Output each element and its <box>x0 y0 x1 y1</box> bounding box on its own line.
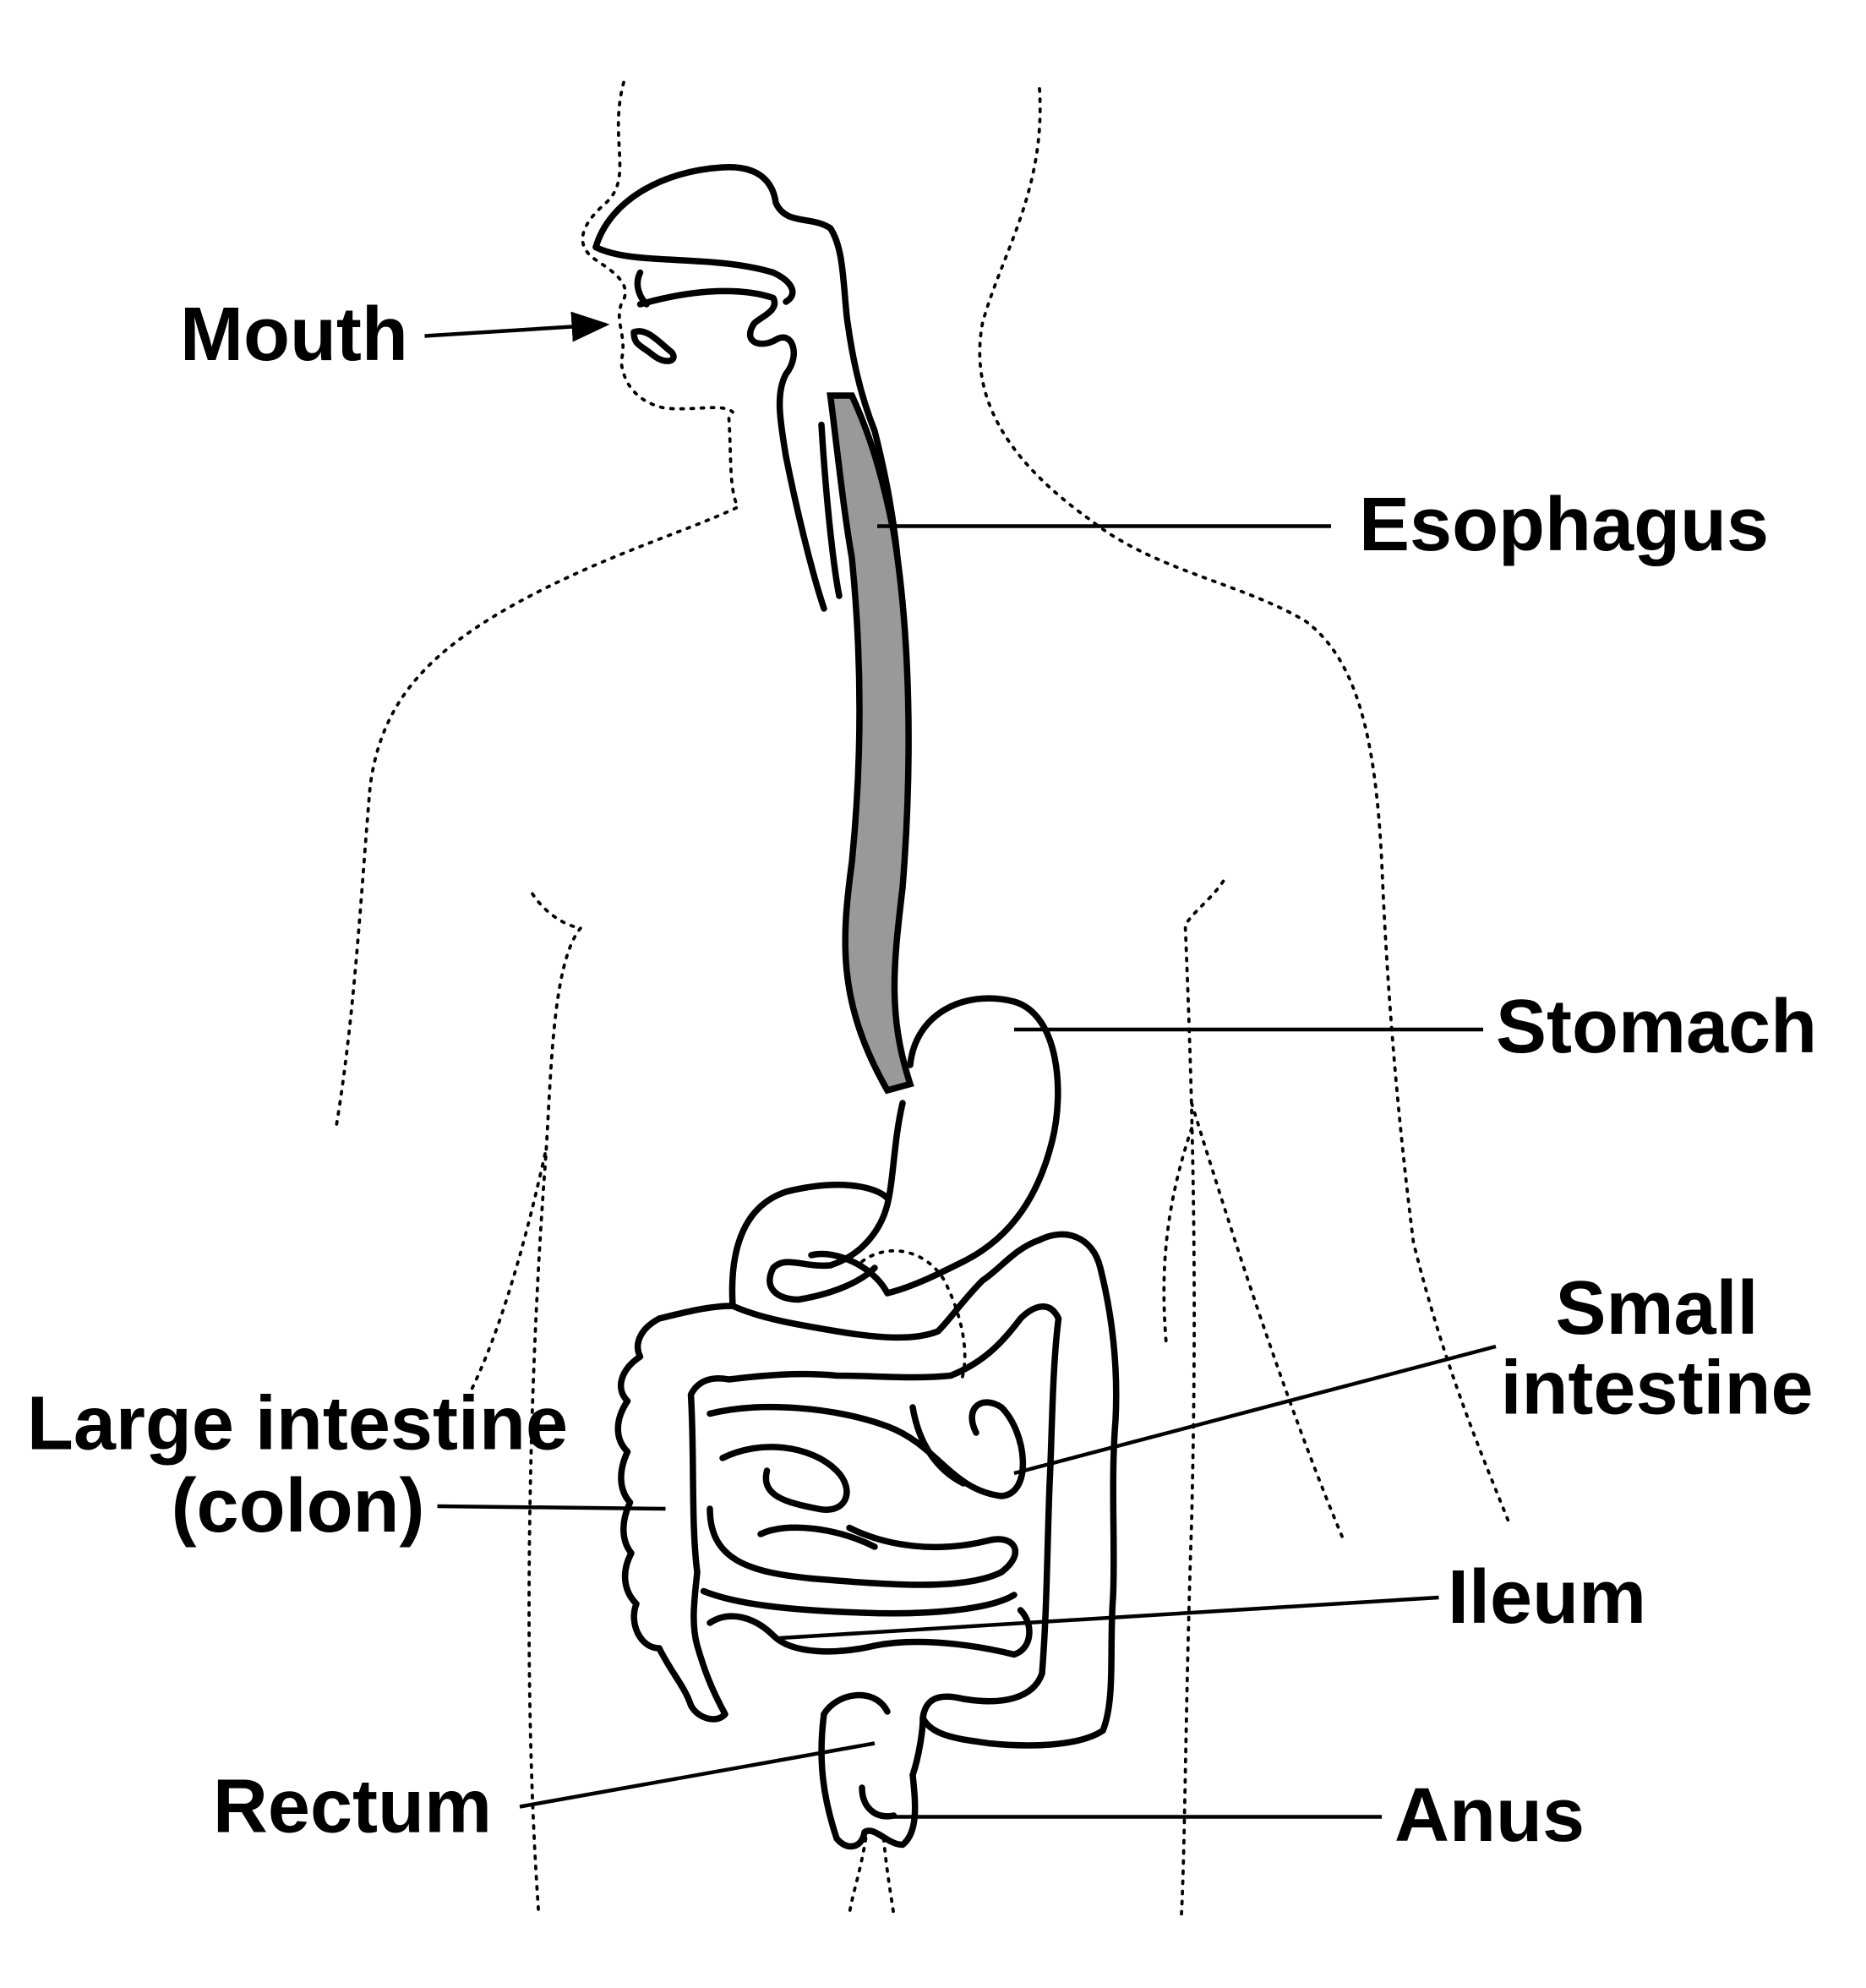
label-stomach: Stomach <box>1496 985 1817 1069</box>
body-outline <box>334 80 1510 1916</box>
label-ileum: Ileum <box>1448 1555 1646 1640</box>
rectum-leader <box>519 1741 876 1809</box>
labels: Mouth Esophagus Stomach Small intestine … <box>27 292 1817 1858</box>
mouth-arrow <box>424 311 610 342</box>
label-large-intestine-2: (colon) <box>172 1464 425 1548</box>
label-rectum: Rectum <box>213 1765 492 1849</box>
mouth-pharynx <box>592 164 901 612</box>
label-small-intestine-1: Small <box>1555 1266 1758 1351</box>
small-intestine-leader <box>1013 1344 1497 1476</box>
leader-lines <box>424 311 1497 1819</box>
label-small-intestine-2: intestine <box>1500 1346 1813 1431</box>
ileum-leader <box>779 1595 1439 1641</box>
large-intestine <box>614 1231 1120 1850</box>
label-esophagus: Esophagus <box>1359 483 1769 567</box>
label-large-intestine-1: Large intestine <box>27 1382 568 1466</box>
stomach <box>728 995 1061 1309</box>
label-anus: Anus <box>1394 1773 1585 1858</box>
label-mouth: Mouth <box>180 292 408 377</box>
small-intestine <box>700 1399 1033 1658</box>
large-intestine-leader <box>437 1504 666 1511</box>
esophagus <box>818 392 914 1095</box>
